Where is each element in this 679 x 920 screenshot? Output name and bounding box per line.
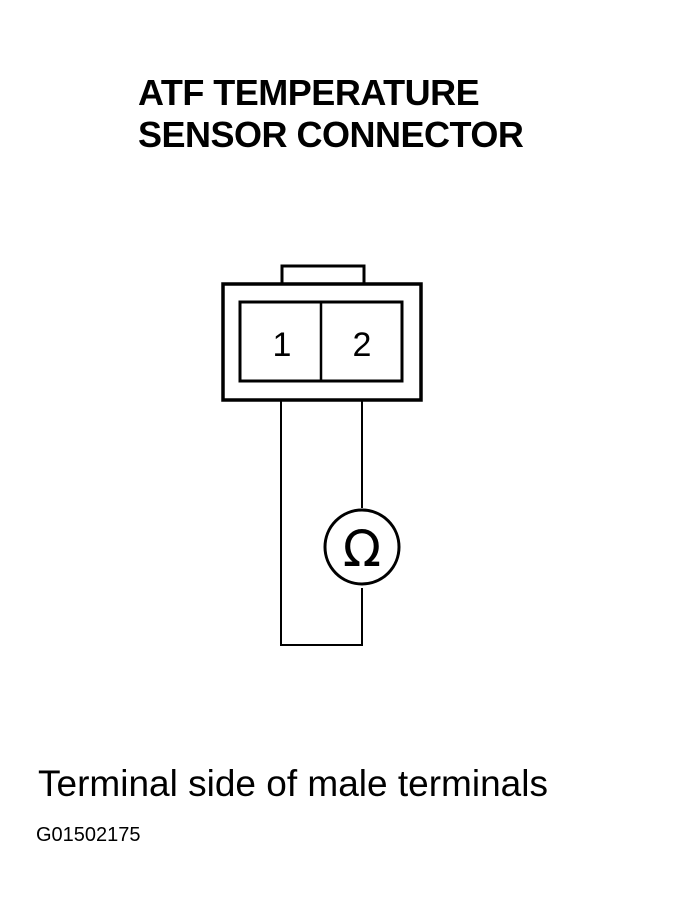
title-line-1: ATF TEMPERATURE — [138, 72, 480, 113]
figure-code: G01502175 — [36, 824, 141, 846]
connector-lock-tab — [280, 264, 366, 286]
diagram-caption: Terminal side of male terminals — [38, 763, 548, 804]
terminal-1-label: 1 — [273, 326, 292, 364]
ohm-symbol: Ω — [343, 520, 381, 578]
title-line-2: SENSOR CONNECTOR — [138, 114, 524, 155]
ohmmeter-icon: Ω — [323, 508, 401, 586]
ohmmeter-circle — [323, 508, 401, 586]
terminal-2-label: 2 — [353, 326, 372, 364]
test-lead-terminal-1 — [280, 400, 363, 646]
diagram-title: ATF TEMPERATURE SENSOR CONNECTOR — [138, 72, 524, 156]
